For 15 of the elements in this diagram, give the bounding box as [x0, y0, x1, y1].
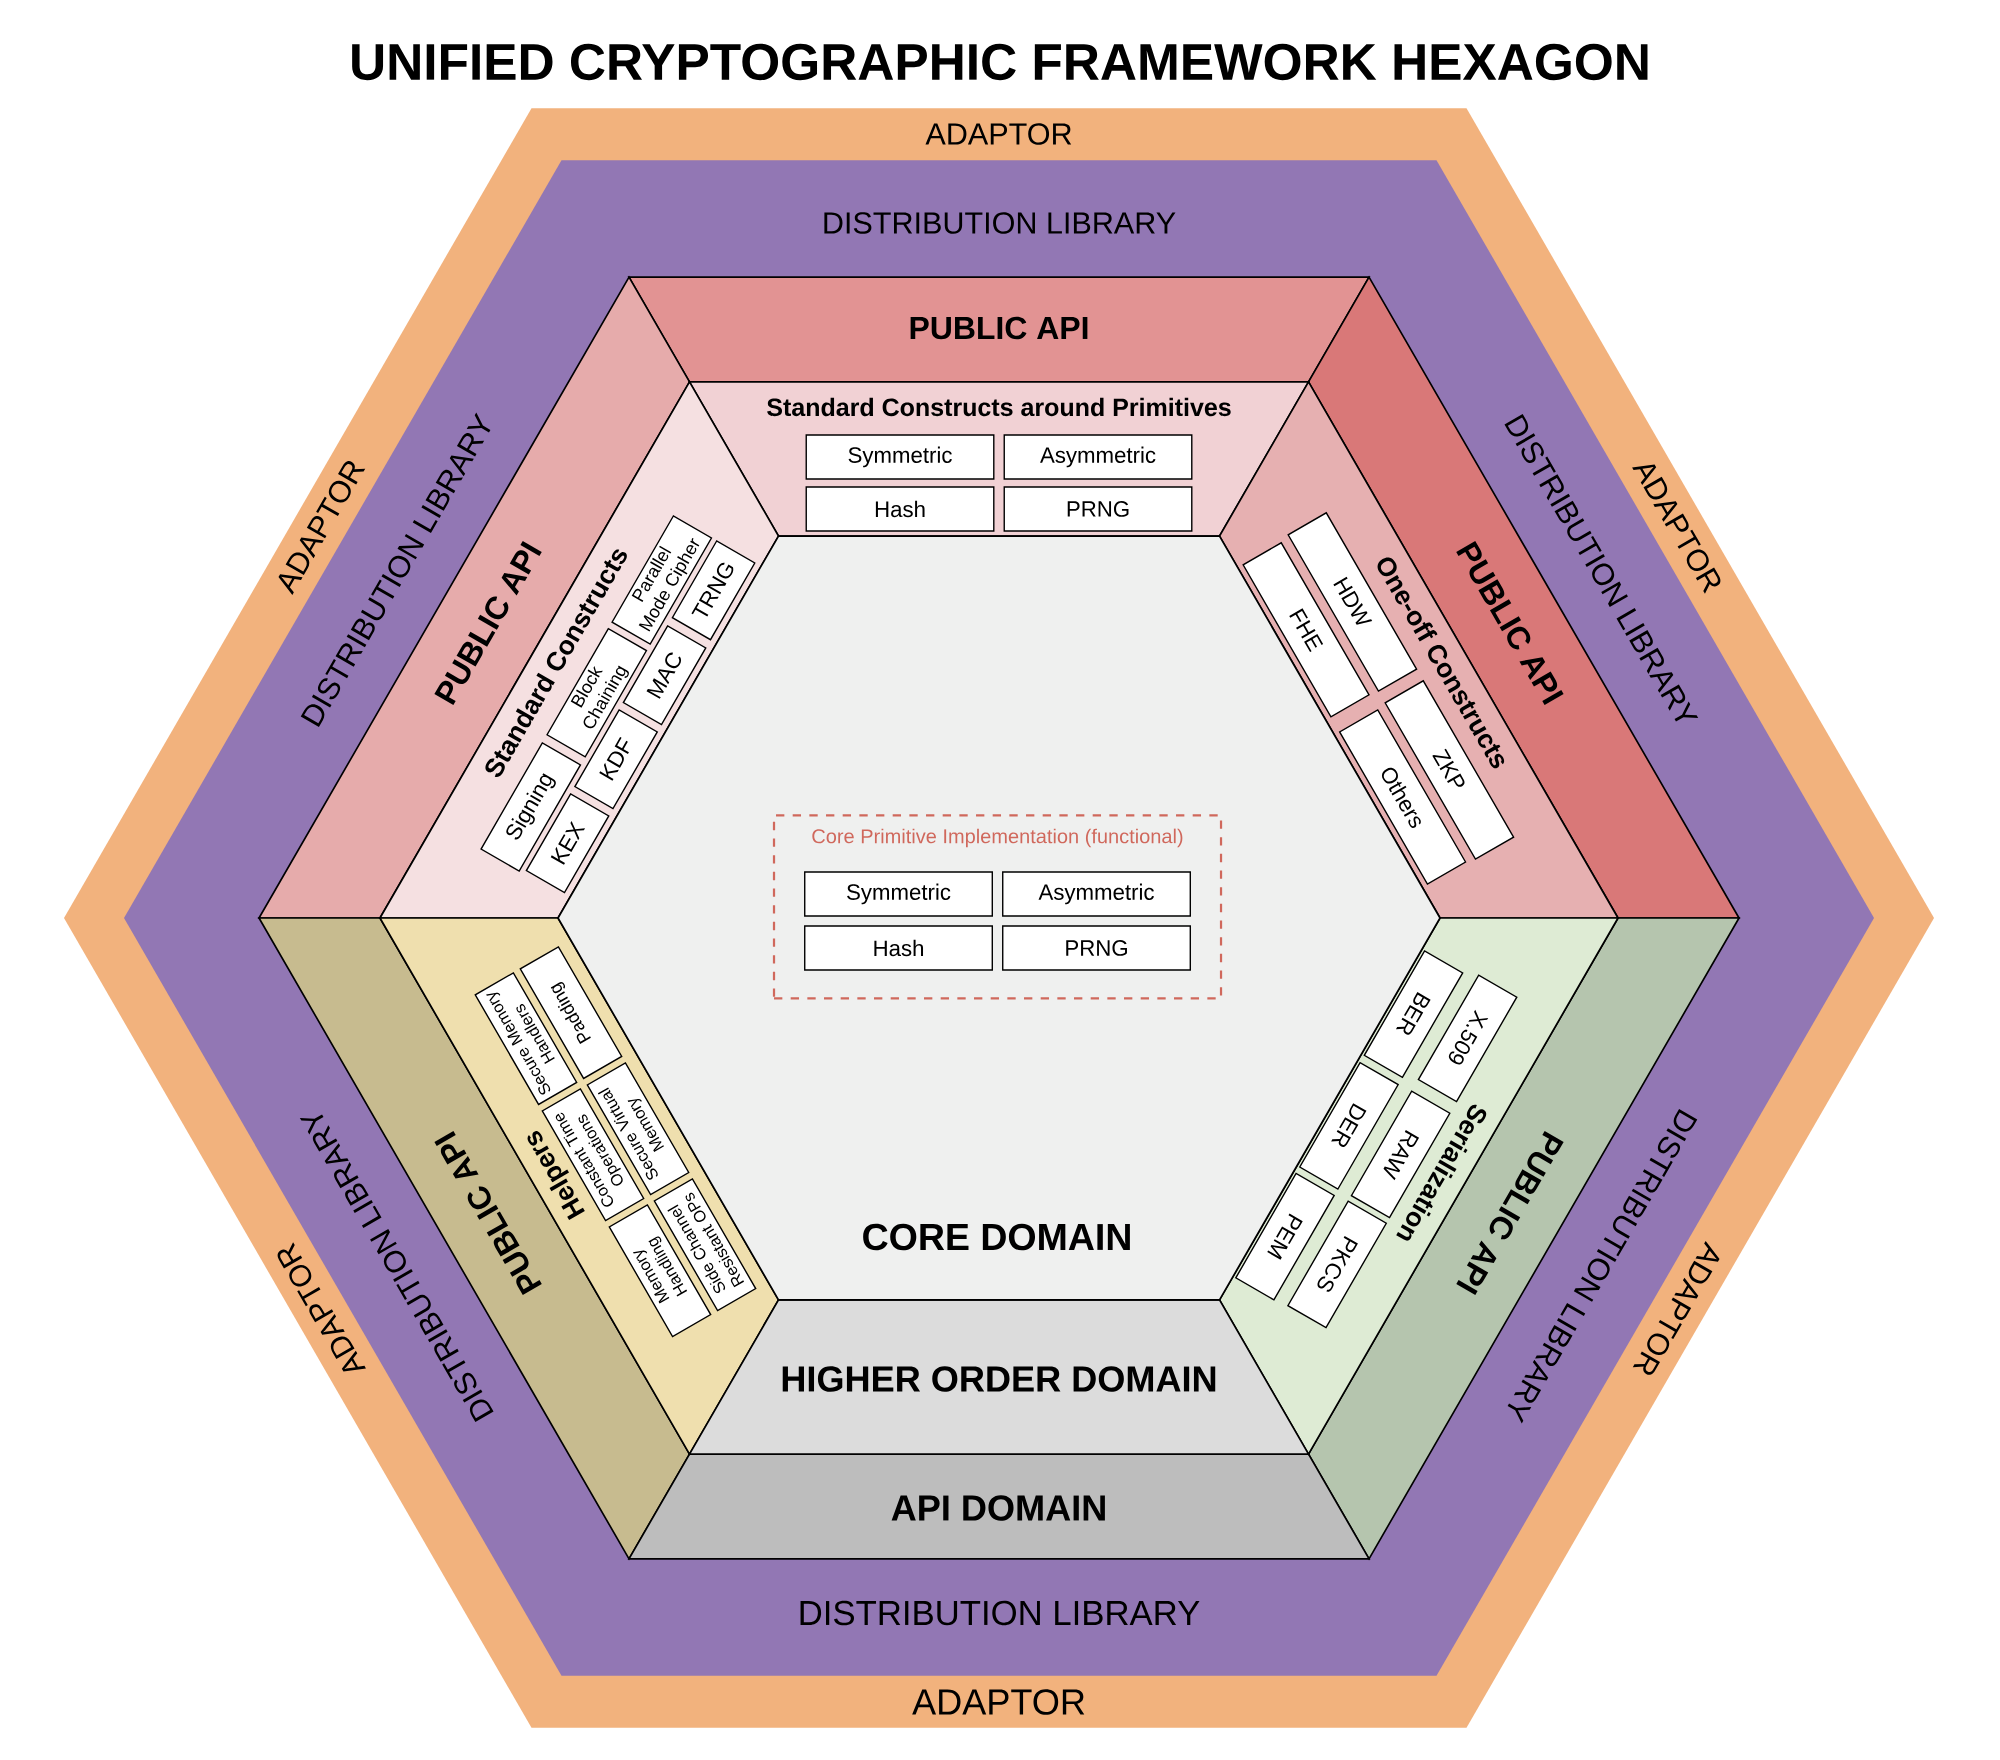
item-box: Symmetric	[804, 871, 993, 917]
item-box: Asymmetric	[1002, 871, 1191, 917]
item-box: Symmetric	[805, 434, 995, 480]
band-label: ADAPTOR	[912, 1689, 1085, 1715]
item-box: Hash	[805, 486, 995, 532]
band-label: ADAPTOR	[925, 123, 1072, 145]
item-box: Asymmetric	[1003, 434, 1193, 480]
item-box: PRNG	[1003, 486, 1193, 532]
band-segment: HIGHER ORDER DOMAIN	[688, 1299, 1310, 1455]
band-label: DISTRIBUTION LIBRARY	[800, 1600, 1200, 1626]
frame-title: Core Primitive Implementation (functional)	[812, 828, 1183, 848]
item-box: PRNG	[1002, 925, 1191, 971]
title: UNIFIED CRYPTOGRAPHIC FRAMEWORK HEXAGON	[352, 43, 1648, 81]
band-label: DISTRIBUTION LIBRARY	[824, 212, 1176, 234]
item-box: Hash	[804, 925, 993, 971]
